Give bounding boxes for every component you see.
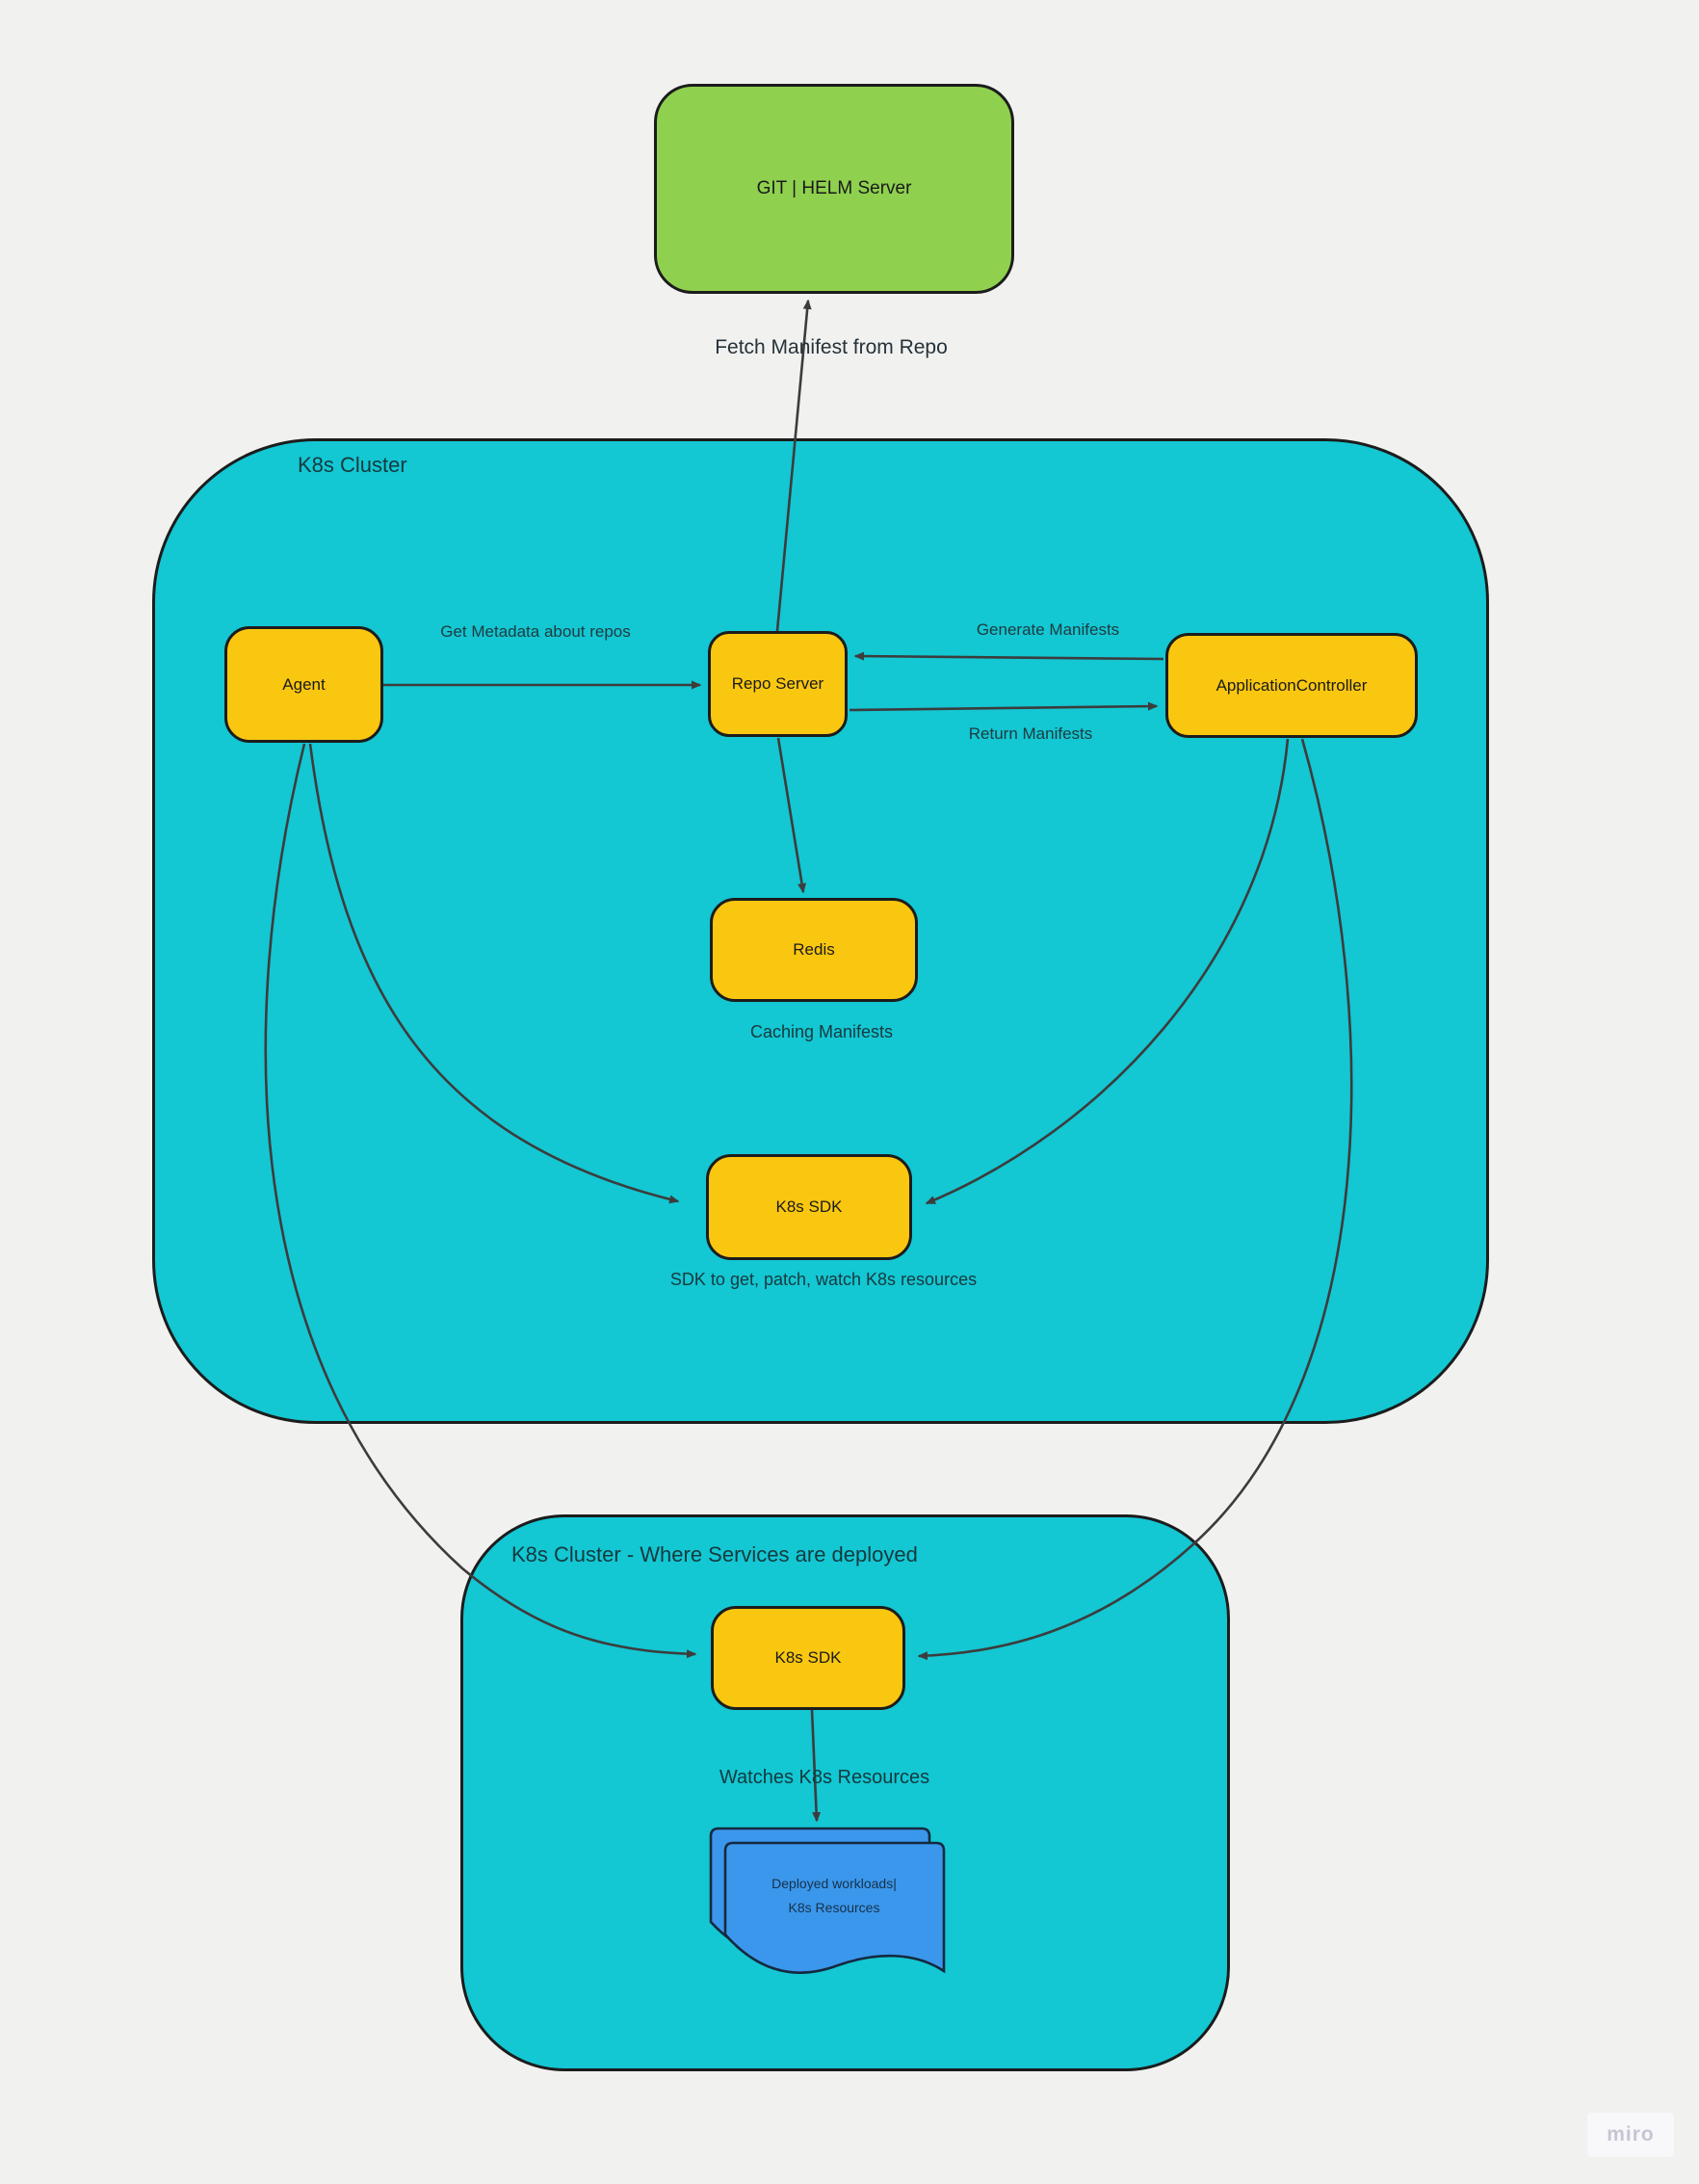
node-redis[interactable]: Redis <box>710 898 918 1002</box>
node-git-helm-server-label: GIT | HELM Server <box>756 178 912 198</box>
edge-label-fetch-manifest: Fetch Manifest from Repo <box>715 336 948 358</box>
node-k8s-sdk-deploy[interactable]: K8s SDK <box>711 1606 905 1710</box>
deployed-workloads-line2: K8s Resources <box>788 1900 880 1915</box>
node-k8s-sdk-main[interactable]: K8s SDK <box>706 1154 912 1260</box>
node-application-controller-label: ApplicationController <box>1215 675 1368 695</box>
node-repo-server[interactable]: Repo Server <box>708 631 848 737</box>
caption-sdk-purpose: SDK to get, patch, watch K8s resources <box>669 1270 978 1289</box>
caption-watches-resources: Watches K8s Resources <box>719 1767 930 1788</box>
node-k8s-sdk-main-label: K8s SDK <box>775 1197 843 1216</box>
deployed-workloads-label: Deployed workloads| K8s Resources <box>723 1872 945 1920</box>
miro-watermark: miro <box>1587 2113 1674 2157</box>
node-agent[interactable]: Agent <box>224 626 383 743</box>
edge-label-get-metadata: Get Metadata about repos <box>440 622 631 641</box>
cluster-k8s-deploy[interactable]: K8s Cluster - Where Services are deploye… <box>460 1514 1230 2071</box>
node-redis-label: Redis <box>793 940 835 959</box>
cluster-k8s-main-label: K8s Cluster <box>298 453 407 477</box>
edge-label-return-manifests: Return Manifests <box>968 724 1093 743</box>
node-agent-label: Agent <box>282 674 326 694</box>
miro-watermark-label: miro <box>1607 2123 1655 2145</box>
node-application-controller[interactable]: ApplicationController <box>1165 633 1418 738</box>
node-git-helm-server[interactable]: GIT | HELM Server <box>654 84 1014 294</box>
deployed-workloads-line1: Deployed workloads| <box>771 1876 897 1891</box>
node-k8s-sdk-deploy-label: K8s SDK <box>774 1648 842 1667</box>
cluster-k8s-deploy-label: K8s Cluster - Where Services are deploye… <box>511 1542 918 1566</box>
caption-caching-manifests: Caching Manifests <box>749 1022 894 1041</box>
edge-label-generate-manifests: Generate Manifests <box>976 620 1120 639</box>
node-repo-server-label: Repo Server <box>731 674 824 693</box>
